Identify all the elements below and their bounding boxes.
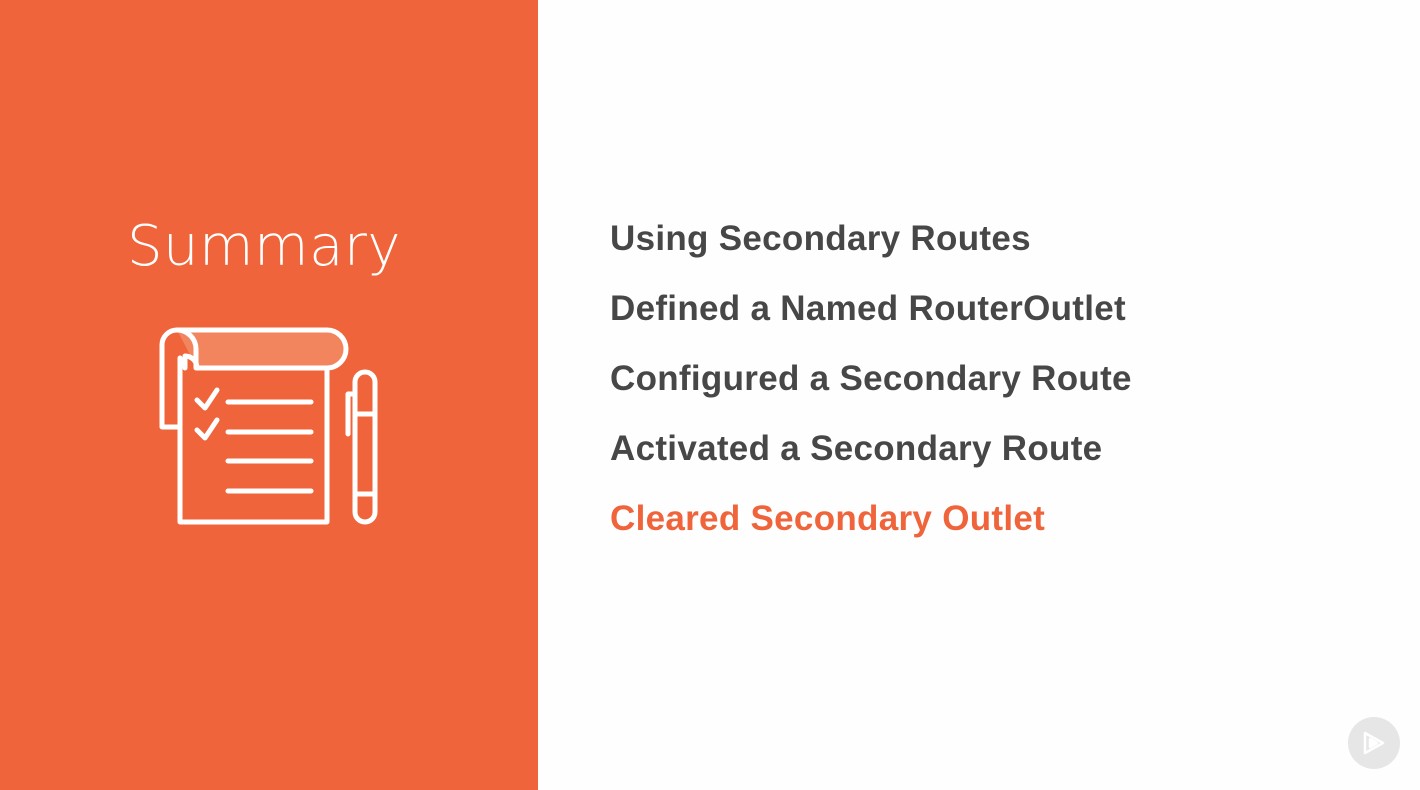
play-logo-badge[interactable] [1348, 717, 1400, 769]
topic-item: Using Secondary Routes [610, 219, 1031, 258]
slide-title: Summary [126, 214, 402, 279]
play-logo-icon [1363, 731, 1385, 755]
title-panel: Summary [0, 0, 538, 790]
topic-item: Activated a Secondary Route [610, 429, 1103, 468]
topic-item: Defined a Named RouterOutlet [610, 289, 1126, 328]
topic-item: Configured a Secondary Route [610, 359, 1132, 398]
topic-item-current: Cleared Secondary Outlet [610, 499, 1046, 538]
summary-topic-list: Using Secondary Routes Defined a Named R… [610, 215, 1132, 565]
notepad-checklist-icon [159, 327, 378, 525]
